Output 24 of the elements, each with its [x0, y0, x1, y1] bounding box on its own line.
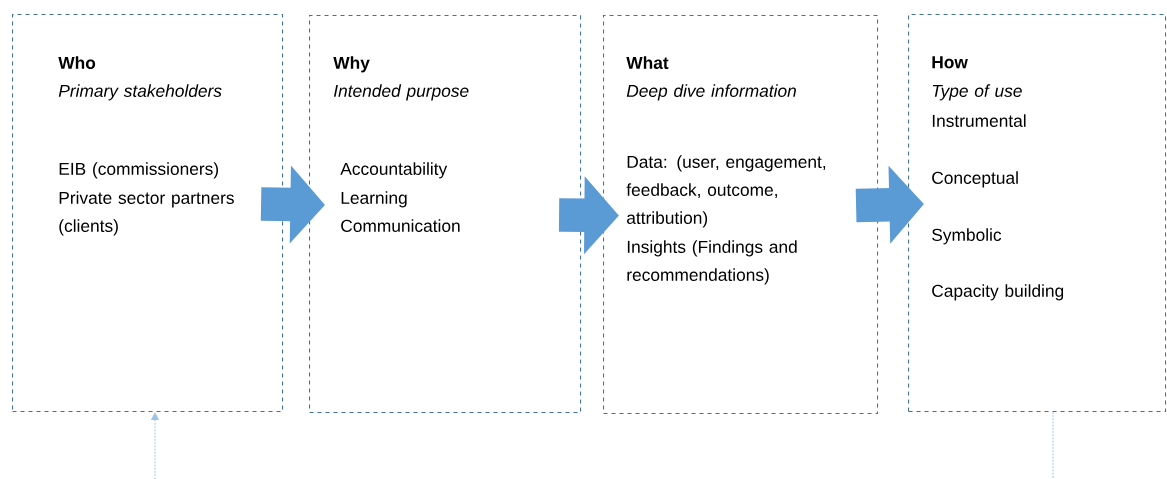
list-item: Data: (user, engagement, feedback, outcome, attribution): [626, 155, 826, 228]
subtitle: Intended purpose: [333, 84, 469, 101]
heading: Who: [58, 56, 96, 69]
list-item: Learning: [341, 191, 407, 208]
list-item: Instrumental: [932, 114, 1026, 127]
list-item: EIB (commissioners): [59, 162, 218, 179]
dashed-box: [603, 15, 879, 415]
subtitle: Type of use: [932, 84, 1022, 101]
dashed-box: [12, 14, 284, 413]
list-item: Communication: [341, 219, 460, 232]
list-item: Conceptual: [932, 171, 1018, 188]
list-item: Private sector partners (clients): [59, 191, 234, 236]
list-item: Accountability: [340, 162, 448, 179]
heading: How: [932, 56, 968, 69]
dashed-box: [908, 14, 1167, 413]
list-item: Capacity building: [932, 284, 1064, 301]
heading: Why: [333, 56, 370, 73]
list-item: Symbolic: [932, 228, 1002, 245]
dotted-line: [1052, 411, 1054, 479]
subtitle: Primary stakeholders: [58, 84, 222, 101]
list-item: Insights (Findings and recommendations): [627, 240, 797, 285]
heading: What: [626, 56, 669, 69]
subtitle: Deep dive information: [626, 84, 796, 101]
dashed-box: [309, 15, 582, 414]
